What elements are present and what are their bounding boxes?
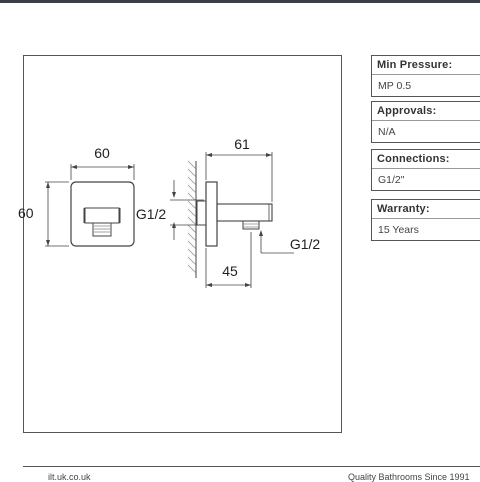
spec-approvals: Approvals: N/A xyxy=(371,101,480,143)
footer-divider xyxy=(23,466,480,467)
spec-value: 15 Years xyxy=(378,224,419,236)
front-thread xyxy=(92,222,112,237)
spec-label: Connections: xyxy=(372,150,480,169)
spec-label: Approvals: xyxy=(372,102,480,121)
front-outlet-body xyxy=(84,207,120,224)
footer-website[interactable]: ilt.uk.co.uk xyxy=(48,472,91,482)
technical-drawing: 60 60 xyxy=(18,55,342,433)
front-height-label: 60 xyxy=(18,205,34,221)
spec-warranty: Warranty: 15 Years xyxy=(371,199,480,241)
spec-value: G1/2" xyxy=(378,174,405,186)
front-view: 60 60 xyxy=(18,145,135,247)
side-view: 61 G1/2 G1/2 45 xyxy=(136,136,321,288)
spec-value: MP 0.5 xyxy=(378,80,412,92)
front-plate xyxy=(70,181,135,247)
spec-label: Warranty: xyxy=(372,200,480,219)
top-bar xyxy=(0,0,480,3)
drawing-canvas: 60 60 xyxy=(18,136,321,288)
side-offset-label: 45 xyxy=(222,263,238,279)
side-depth-label: 61 xyxy=(234,136,250,152)
spec-connections: Connections: G1/2" xyxy=(371,149,480,191)
spec-min-pressure: Min Pressure: MP 0.5 xyxy=(371,55,480,97)
spec-label: Min Pressure: xyxy=(372,56,480,75)
side-plate xyxy=(205,181,218,247)
inlet-thread-label: G1/2 xyxy=(136,206,167,222)
outlet-thread-label: G1/2 xyxy=(290,236,321,252)
spec-value: N/A xyxy=(378,126,396,138)
side-body xyxy=(216,203,273,222)
footer-tagline: Quality Bathrooms Since 1991 xyxy=(348,472,470,482)
front-width-label: 60 xyxy=(94,145,110,161)
